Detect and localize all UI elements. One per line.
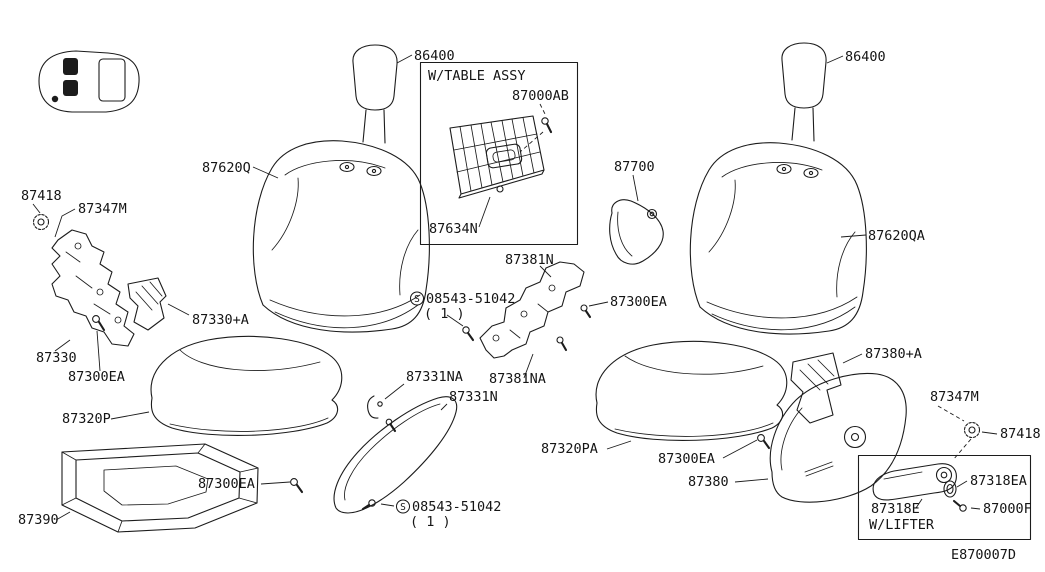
table-assy-box	[419, 61, 579, 246]
right-washer-drawing	[963, 421, 981, 439]
label-87380: 87380	[688, 474, 729, 490]
label-87331N: 87331N	[449, 389, 498, 405]
diagram-line-art	[32, 42, 1032, 541]
leader-lines	[32, 54, 998, 521]
armrest-drawing	[609, 199, 664, 265]
label-table-assy: W/TABLE ASSY	[428, 68, 526, 84]
label-87300EA-right: 87300EA	[658, 451, 715, 467]
cushion-left-drawing	[150, 335, 343, 436]
label-86400-left: 86400	[414, 48, 455, 64]
label-87320PA: 87320PA	[541, 441, 598, 457]
headrest-left-drawing	[352, 44, 398, 144]
center-shield-drawing	[290, 395, 458, 514]
label-87300EA-left: 87300EA	[68, 369, 125, 385]
right-shield-drawing	[757, 352, 907, 503]
label-87331NA: 87331NA	[406, 369, 463, 385]
left-frame-parts-drawing	[32, 213, 167, 347]
center-bracket-drawing	[462, 261, 592, 359]
label-87347M-left: 87347M	[78, 201, 127, 217]
svg-text:( 1 ): ( 1 )	[410, 514, 451, 530]
s-mark-icon: S	[414, 294, 420, 305]
label-87634N: 87634N	[429, 221, 478, 237]
label-87320P: 87320P	[62, 411, 111, 427]
label-87418-right: 87418	[1000, 426, 1041, 442]
label-87300EA-shield: 87300EA	[198, 476, 255, 492]
screw-87000AB-drawing	[541, 117, 553, 134]
label-87330: 87330	[36, 350, 77, 366]
svg-text:08543-51042: 08543-51042	[412, 499, 501, 515]
label-87700: 87700	[614, 159, 655, 175]
label-w-lifter: W/LIFTER	[869, 517, 935, 533]
headrest-right-drawing	[781, 42, 827, 142]
label-87000AB: 87000AB	[512, 88, 569, 104]
seatback-right-drawing	[689, 142, 867, 335]
label-87347M-right: 87347M	[930, 389, 979, 405]
label-87620QA: 87620QA	[868, 228, 925, 244]
label-87300EA-center: 87300EA	[610, 294, 667, 310]
label-87380A: 87380+A	[865, 346, 922, 362]
label-86400-right: 86400	[845, 49, 886, 65]
label-87381NA: 87381NA	[489, 371, 546, 387]
label-screw-spec-top: S 08543-51042 ( 1 )	[410, 291, 515, 322]
tray-drawing	[61, 443, 259, 533]
car-top-view-icon	[38, 50, 140, 113]
label-screw-spec-bottom: S 08543-51042 ( 1 )	[396, 499, 501, 530]
lifter-box	[857, 454, 1032, 541]
part-labels: 86400 W/TABLE ASSY 87000AB 87634N 86400 …	[18, 48, 1041, 563]
seatback-left-drawing	[252, 140, 430, 333]
label-87381N: 87381N	[505, 252, 554, 268]
label-87318EA: 87318EA	[970, 473, 1027, 489]
label-87390: 87390	[18, 512, 59, 528]
svg-text:08543-51042: 08543-51042	[426, 291, 515, 307]
label-87318E: 87318E	[871, 501, 920, 517]
drawing-code: E870007D	[951, 547, 1016, 563]
label-87000F: 87000F	[983, 501, 1032, 517]
label-87330A: 87330+A	[192, 312, 249, 328]
svg-text:( 1 ): ( 1 )	[424, 306, 465, 322]
cushion-right-drawing	[595, 340, 788, 441]
label-87418-left: 87418	[21, 188, 62, 204]
s-mark-icon: S	[400, 502, 406, 513]
label-87620Q: 87620Q	[202, 160, 251, 176]
